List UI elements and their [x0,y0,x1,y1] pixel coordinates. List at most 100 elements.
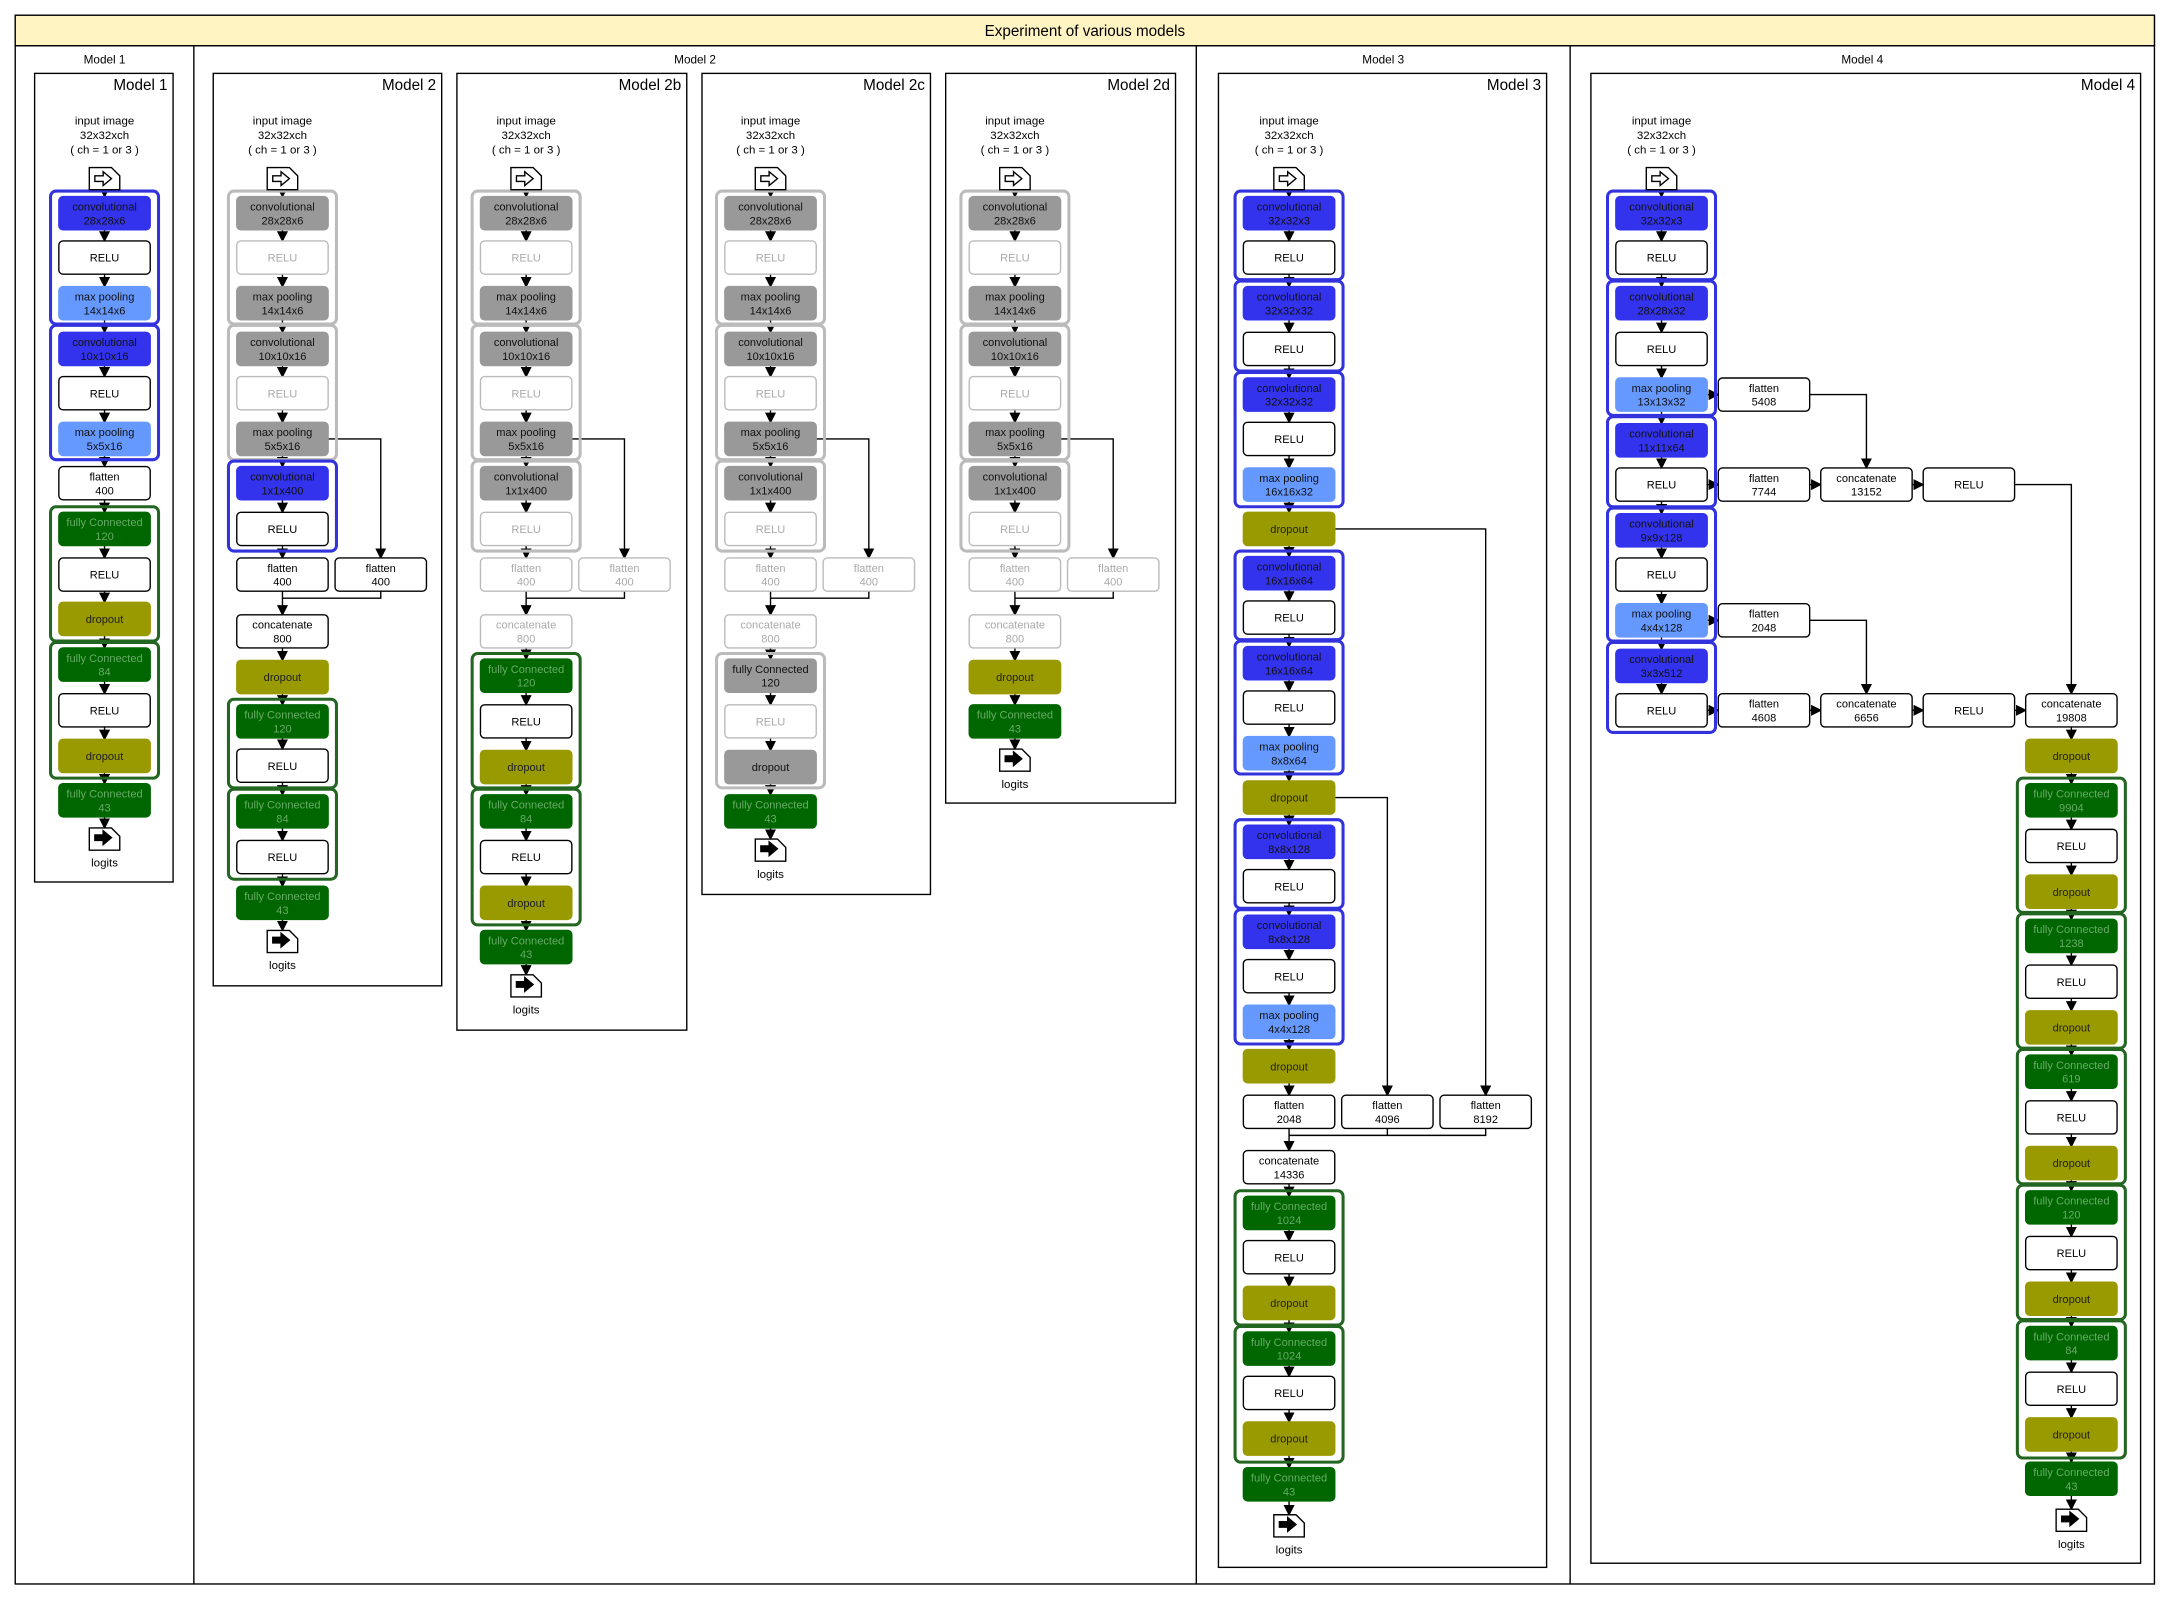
layer-node-name: dropout [507,898,545,910]
panel-model-2c [701,72,932,896]
layer-node-box [58,738,151,774]
layer-node-box [1340,1094,1434,1130]
layer-node-box [58,601,151,637]
layer-node-box [2024,692,2118,728]
input-label: ( ch = 1 or 3 ) [248,145,317,157]
layer-node-box [724,704,817,739]
input-label: input image [496,116,555,128]
layer-node-box [1922,467,2016,502]
layer-node-box [1439,1094,1533,1130]
layer-node-relu: RELU [479,511,573,547]
layer-node-box [724,240,817,275]
layer-node-size: 43 [1009,723,1021,735]
layer-node-name: fully Connected [66,517,142,529]
layer-node-dropout: dropout [2024,1010,2118,1045]
layer-group-block [1233,370,1345,509]
layer-node-name: max pooling [1259,1010,1319,1022]
layer-node-box [2024,1190,2118,1225]
layer-node-size: 400 [1104,577,1122,589]
layer-node-box [236,421,329,457]
layer-node-size: 10x10x16 [81,351,129,363]
layer-node-name: RELU [90,705,120,717]
layer-node-box [236,839,329,875]
logits-output-node: logits [1273,1514,1305,1557]
logits-label: logits [2058,1539,2085,1551]
layer-node-box [58,465,151,501]
arrow-right-icon [1278,170,1298,188]
arrow-right-icon [515,976,535,993]
layer-group-block [470,787,582,927]
layer-group-block [49,640,161,780]
layer-node-relu: RELU [479,375,573,411]
layer-node-box [724,195,817,231]
layer-node-name: RELU [511,717,541,729]
layer-node-size: 5x5x16 [87,441,123,453]
layer-node-box [968,511,1062,547]
layer-node-box [2024,1325,2118,1361]
layer-node-name: fully Connected [2033,1060,2109,1072]
logits-output-node: logits [266,929,299,972]
layer-node-name: fully Connected [2033,789,2109,801]
layer-node-name: convolutional [250,337,315,349]
layer-node-name: RELU [1954,480,1984,492]
layer-node-name: RELU [268,524,298,536]
arrow-right-icon [760,170,779,188]
layer-node-size: 11x11x64 [1638,442,1684,454]
layer-group-block [715,652,827,790]
panel-model-2-title: Model 2 [382,77,436,94]
layer-node-name: flatten [1000,563,1030,575]
layer-node-box [479,557,573,592]
layer-node-box [968,240,1062,275]
layer-node-relu: RELU [1922,467,2016,502]
layer-node-box [1615,692,1708,728]
layer-node-box [724,749,817,785]
panel-model-4 [1590,72,2142,1564]
layer-node-size: 9904 [2059,802,2084,814]
layer-node-name: fully Connected [488,664,564,676]
layer-node-name: max pooling [1259,741,1319,753]
layer-node-box [2024,1145,2118,1181]
layer-node-name: RELU [1647,705,1677,717]
layer-node-box [1242,331,1336,367]
panel-model-2d [944,72,1177,804]
layer-node-size: 8x8x128 [1268,844,1310,856]
layer-node-name: fully Connected [732,664,808,676]
layer-node-box [724,285,817,321]
layer-node-size: 2048 [1752,622,1777,634]
layer-node-name: RELU [1274,344,1304,356]
layer-node-name: dropout [752,762,790,774]
layer-node-relu: RELU [2024,828,2118,864]
layer-node-name: max pooling [741,291,801,303]
layer-node-dropout: dropout [2024,874,2118,909]
layer-node-box [236,375,329,411]
layer-node-box [1242,511,1336,547]
layer-node-relu: RELU [2024,1235,2118,1271]
panel-model-4-title: Model 4 [2081,77,2136,94]
layer-node-box [479,839,573,875]
input-label: 32x32xch [1264,130,1313,142]
layer-node-relu: RELU [1615,557,1708,592]
layer-node-box [1615,285,1708,321]
layer-node-size: 16x16x64 [1265,575,1313,587]
layer-node-size: 10x10x16 [991,351,1039,363]
layer-node-box [479,749,573,785]
layer-node-name: concatenate [496,620,556,632]
layer-node-size: 400 [860,577,878,589]
layer-node-size: 32x32x32 [1265,305,1313,317]
layer-node-name: max pooling [496,427,556,439]
